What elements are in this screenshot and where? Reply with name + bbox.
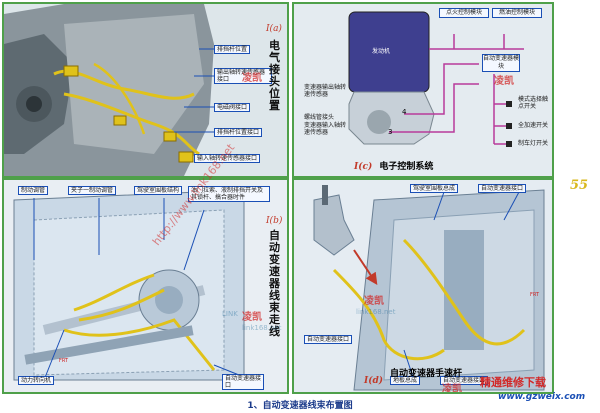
footer-url: www.gzweix.com xyxy=(498,392,586,402)
label-full-throttle-switch: 全加速开关 xyxy=(518,122,549,129)
label-solenoid-connector: 电磁阀接口 xyxy=(214,103,251,112)
panel-title-electrical-connectors: 电气接头位置 xyxy=(269,39,280,112)
label-transmission-connector-d1: 自动变速器接口 xyxy=(478,184,527,193)
label-input-shaft-sensor: 输入轴转速传感器接口 xyxy=(194,154,261,163)
label-transmission-connector-d2: 自动变速器接口 xyxy=(304,335,353,344)
frt-marker-d: FRT xyxy=(530,292,540,298)
label-clip-brake-pipe: 夹子一制动调管 xyxy=(68,186,117,195)
label-throttle-cable: 油门拉索、液制排挡开关及其锁杆、搞合器时件 xyxy=(188,186,270,202)
label-floor-assembly: 地板总成 xyxy=(390,376,421,385)
label-shift-lever-position: 排挡杆位置 xyxy=(214,45,251,54)
watermark-site-b: link168.net xyxy=(242,324,282,332)
box-ignition-module: 点火控制模块 xyxy=(439,8,489,18)
box-fuel-module: 燃油控制模块 xyxy=(492,8,542,18)
label-solenoid-connector-c: 螺线管接头 xyxy=(304,114,335,121)
label-dash-panel-assembly: 驾驶室围板总成 xyxy=(410,184,459,193)
panel-harness-routing: 制动调管 夹子一制动调管 驾驶室围板结构 油门拉索、液制排挡开关及其锁杆、搞合器… xyxy=(2,178,289,394)
label-dash-panel: 驾驶室围板结构 xyxy=(134,186,183,195)
figure-caption: 1、自动变速器线束布置图 xyxy=(247,401,353,411)
marker-4: 4 xyxy=(402,108,407,116)
label-output-shaft-sensor: 输出轴转速传感器接口 xyxy=(214,68,272,84)
panel-tag-a: I(a) xyxy=(266,24,282,34)
page-number: 55 xyxy=(570,178,589,193)
label-brake-light-switch: 制车灯开关 xyxy=(518,140,549,147)
panel-tag-d: I(d) xyxy=(364,376,384,386)
transmission-illustration xyxy=(4,4,287,176)
panel-tag-c: I(c) xyxy=(354,162,373,172)
ecu-diagram xyxy=(294,4,552,176)
watermark-brand-c: 凌凯 xyxy=(494,76,514,87)
panel-title-harness-routing: 自动变速器线束走线 xyxy=(269,229,280,338)
engine-label: 发动机 xyxy=(372,48,391,55)
label-output-speed-sensor: 变速器输出轴转速传感器 xyxy=(304,84,347,98)
label-transmission-connector-b: 自动变速器接口 xyxy=(222,374,264,390)
watermark-site-d: link168.net xyxy=(356,308,396,316)
watermark-brand-b: 凌凯 xyxy=(242,312,262,323)
harness-routing-illustration xyxy=(4,180,287,392)
watermark-brand: 凌凯 xyxy=(242,73,262,84)
panel-shift-lever: 驾驶室围板总成 自动变速器接口 自动变速器接口 地板总成 自动变速器接口 FRT… xyxy=(292,178,554,394)
frt-marker-b: FRT xyxy=(59,358,69,364)
watermark-brand-d: 凌凯 xyxy=(364,296,384,307)
panel-electronic-control: 发动机 点火控制模块 燃油控制模块 自动变速器模块 模式选择触点开关 全加速开关… xyxy=(292,2,554,178)
label-shift-lever-connector: 排挡杆位置接口 xyxy=(214,128,263,137)
watermark-brand-d2: 凌凯 xyxy=(442,384,462,394)
footer-site-name: 精通维修下载 xyxy=(480,376,546,389)
watermark-small-b: LINK xyxy=(222,310,238,318)
label-transmission-connector-d3: 自动变速器接口 xyxy=(440,376,489,385)
panel-tag-b: I(b) xyxy=(266,216,283,226)
shift-lever-illustration xyxy=(294,180,552,392)
label-input-speed-sensor: 变速器输入轴转速传感器 xyxy=(304,122,347,136)
label-mode-switch: 模式选择触点开关 xyxy=(518,96,549,110)
label-steering-gear: 动力转向机 xyxy=(18,376,55,385)
label-brake-pipe: 制动调管 xyxy=(18,186,49,195)
panel-title-text-d: 自动变速器手速杆 xyxy=(390,369,463,379)
marker-3: 3 xyxy=(388,128,393,136)
panel-electrical-connectors: 排挡杆位置 输出轴转速传感器接口 电磁阀接口 排挡杆位置接口 输入轴转速传感器接… xyxy=(2,2,289,178)
panel-title-text-c: 电子控制系统 xyxy=(379,162,434,172)
box-transmission-module: 自动变速器模块 xyxy=(482,54,520,72)
panel-title-shift-lever: I(d) xyxy=(364,376,383,386)
panel-title-electronic-control: I(c) 电子控制系统 xyxy=(354,159,433,172)
